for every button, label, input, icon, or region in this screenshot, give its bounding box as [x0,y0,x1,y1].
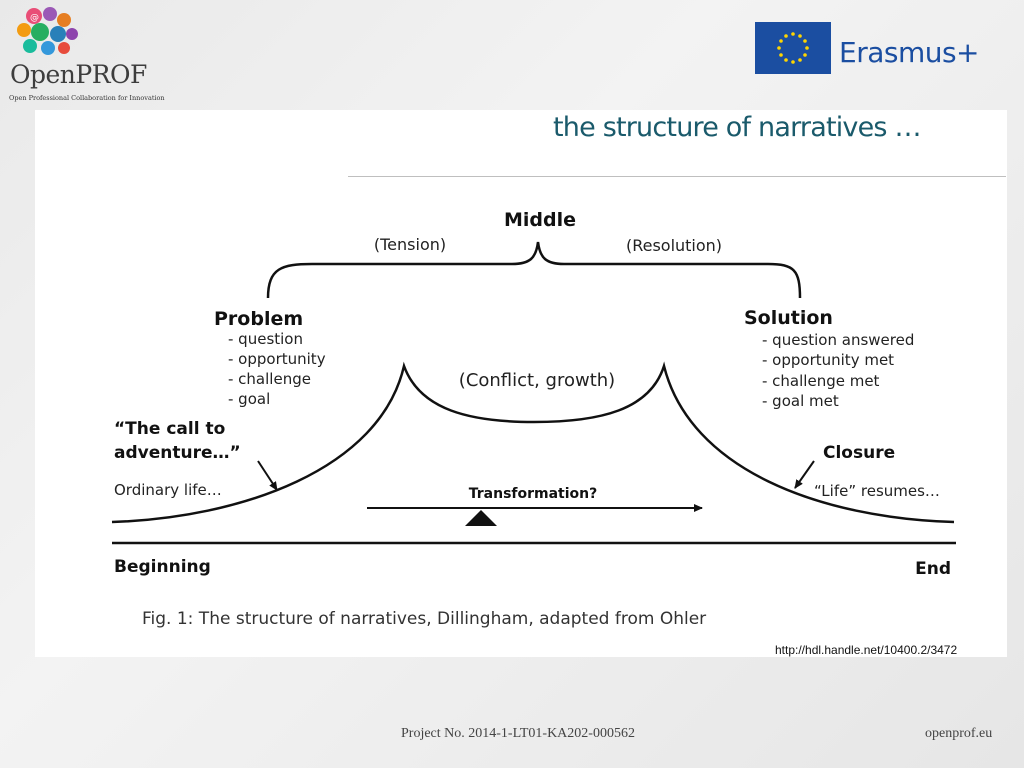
problem-heading: Problem [214,308,303,330]
problem-item: - opportunity [228,350,326,368]
beginning-label: Beginning [114,557,211,577]
life-resumes-label: “Life” resumes… [814,482,940,500]
erasmus-logo: Erasmus+ [755,22,1005,76]
svg-text:@: @ [30,13,39,23]
solution-item: - question answered [762,331,914,349]
erasmus-wordmark: Erasmus+ [839,36,980,69]
source-link[interactable]: http://hdl.handle.net/10400.2/3472 [775,643,958,657]
resolution-label: (Resolution) [626,236,722,255]
openprof-logo: @ OpenPROF Open Professional Collaborati… [6,4,166,104]
figure-caption: Fig. 1: The structure of narratives, Dil… [142,609,707,629]
end-label: End [915,559,951,579]
narrative-structure-diagram: Middle (Tension) (Resolution) Problem - … [111,209,956,579]
title-divider [348,176,1006,177]
call-arrow-icon [257,460,278,491]
social-icons-cluster-icon: @ [17,7,78,55]
closure-label: Closure [823,443,895,463]
call-to-adventure-line2: adventure…” [114,443,241,463]
site-link[interactable]: openprof.eu [925,726,993,741]
logo-tagline: Open Professional Collaboration for Inno… [9,94,165,102]
logo-wordmark: OpenPROF [10,60,147,89]
solution-item: - challenge met [762,372,880,390]
problem-item: - goal [228,390,270,408]
solution-item: - opportunity met [762,351,894,369]
problem-item: - question [228,330,303,348]
solution-item: - goal met [762,392,839,410]
content-panel [35,110,1007,657]
eu-flag-icon [755,22,831,74]
solution-heading: Solution [744,307,833,329]
project-number: Project No. 2014-1-LT01-KA202-000562 [401,726,635,741]
middle-label: Middle [504,209,576,231]
conflict-label: (Conflict, growth) [459,370,615,391]
slide-title: the structure of narratives … [553,112,921,143]
fulcrum-triangle-icon [465,510,497,526]
problem-item: - challenge [228,370,311,388]
transformation-label: Transformation? [469,486,598,502]
tension-label: (Tension) [374,235,446,254]
call-to-adventure-line1: “The call to [114,419,225,439]
middle-brace [266,241,802,299]
story-arc-curve [111,361,955,524]
ordinary-life-label: Ordinary life… [114,481,222,499]
closure-arrow-icon [794,460,815,489]
